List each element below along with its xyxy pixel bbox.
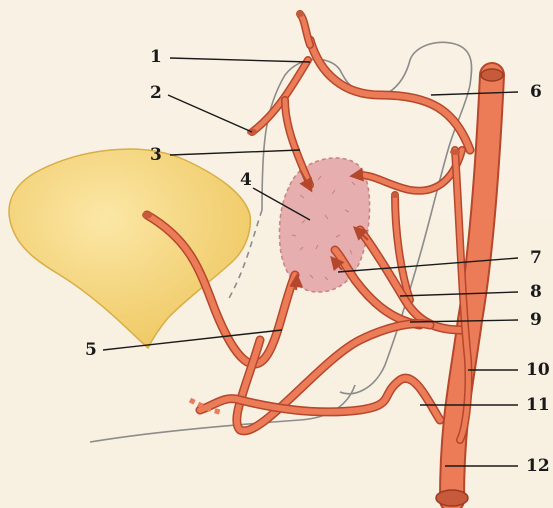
label-9: 9 <box>530 310 542 330</box>
aorta-bottom-opening <box>436 490 468 506</box>
label-7: 7 <box>530 248 542 268</box>
label-3: 3 <box>150 145 162 165</box>
label-6: 6 <box>530 82 542 102</box>
label-5: 5 <box>85 340 97 360</box>
vessel-stub-5 <box>142 212 152 219</box>
label-11: 11 <box>526 395 550 415</box>
arrow-upper-right <box>352 175 360 176</box>
vessel-stub-10 <box>450 149 460 155</box>
vessel-stub-8 <box>391 192 399 198</box>
label-4: 4 <box>240 170 252 190</box>
vessel-stub-1 <box>296 11 304 17</box>
arrow-left <box>296 276 297 290</box>
label-12: 12 <box>526 456 550 476</box>
label-10: 10 <box>526 360 550 380</box>
label-2: 2 <box>150 83 162 103</box>
aorta-top-opening <box>481 69 503 81</box>
label-8: 8 <box>530 282 542 302</box>
label-1: 1 <box>150 47 162 67</box>
